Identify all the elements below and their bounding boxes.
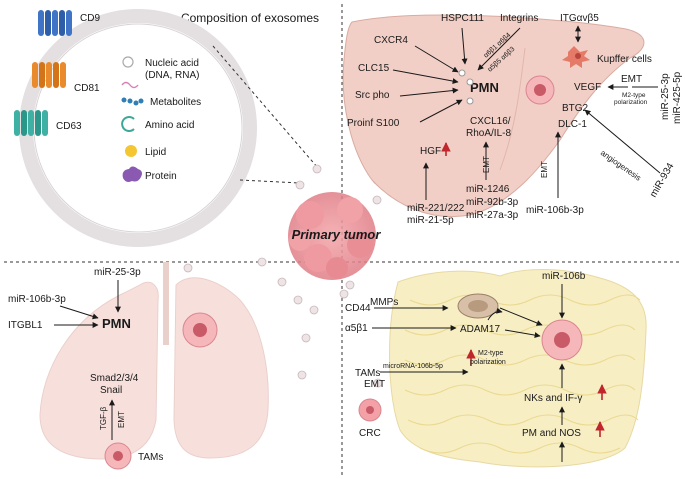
lung-mir106b-label: miR-106b-3p: [8, 294, 66, 305]
bone-polarization-label: polarization: [470, 359, 506, 366]
lung-panel: miR-25-3p miR-106b-3p ITGBL1 PMN Smad2/3…: [8, 262, 269, 470]
kupffer-cells-label: Kupffer cells: [597, 54, 652, 65]
composition-title: Composition of exosomes: [181, 11, 319, 25]
vegf-label: VEGF: [574, 82, 601, 93]
btg2-label: BTG2: [562, 103, 589, 114]
metabolite-icon: [121, 97, 144, 106]
mmps-label: MMPs: [370, 297, 398, 308]
mir21-label: miR-21-5p: [407, 215, 454, 226]
adam17-cell-icon: [457, 293, 499, 319]
clc15-label: CLC15: [358, 63, 390, 74]
src-pho-label: Src pho: [355, 90, 390, 101]
bone-panel: miR-106b CD44 MMPs α5β1 ADAM17 TAMs micr…: [345, 269, 647, 468]
microrna-label: microRNA-106b-5p: [383, 363, 443, 370]
emt-right-label: EMT: [621, 74, 642, 85]
liver-tumor-cell: [525, 75, 555, 105]
cd44-label: CD44: [345, 303, 371, 314]
hgf-label: HGF: [420, 146, 441, 157]
integrins-label: Integrins: [500, 13, 538, 24]
mir25-liver-label: miR-25-3p: [660, 73, 671, 120]
lipid-icon: [125, 145, 137, 157]
hspc111-label: HSPC111: [441, 13, 484, 24]
cxcl16-line1: CXCL16/: [470, 116, 511, 127]
mir1246-label: miR-1246: [466, 184, 510, 195]
left-lung: [39, 281, 159, 460]
m2-liver-label: M2-type: [622, 92, 646, 99]
smad-label: Smad2/3/4: [90, 373, 139, 384]
bone-m2-label: M2-type: [478, 350, 503, 357]
tams-cell-icon: [104, 442, 132, 470]
emt-mid-label: EMT: [482, 156, 491, 173]
adam17-label: ADAM17: [460, 324, 500, 335]
liver-panel: HSPC111 Integrins α6β1 α6β4 α5β5 α6β3 CX…: [342, 13, 683, 226]
cd63-label: CD63: [56, 121, 82, 132]
lung-mir25-label: miR-25-3p: [94, 267, 141, 278]
lung-emt-label: EMT: [117, 411, 126, 428]
proinf-s100-label: Proinf S100: [347, 118, 400, 129]
lung-tams-label: TAMs: [138, 452, 163, 463]
itgbl1-label: ITGBL1: [8, 320, 43, 331]
mir425-label: miR-425-5p: [672, 71, 683, 124]
bone-emt-label: EMT: [364, 379, 385, 390]
exosome-composition-panel: Composition of exosomes CD9 CD81: [14, 9, 319, 247]
cd9-label: CD9: [80, 13, 100, 24]
mir92b-label: miR-92b-3p: [466, 197, 519, 208]
cd63-protein-icon: [14, 110, 48, 136]
liver-pmn-label: PMN: [470, 80, 499, 95]
legend-amino-label: Amino acid: [145, 120, 194, 131]
right-lung: [173, 277, 269, 459]
itgavb5-label: ITGαvβ5: [560, 13, 599, 24]
bone-mir106b-label: miR-106b: [542, 271, 586, 282]
bone-tumor-cell: [541, 319, 583, 361]
mir221-label: miR-221/222: [407, 203, 465, 214]
nks-label: NKs and IF-γ: [524, 393, 582, 404]
mir106b3p-liver-label: miR-106b-3p: [526, 205, 584, 216]
lung-pmn-label: PMN: [102, 316, 131, 331]
cd81-label: CD81: [74, 83, 100, 94]
liver-shape: [342, 14, 645, 218]
amino-acid-icon: [121, 116, 135, 132]
legend-protein-label: Protein: [145, 171, 177, 182]
lung-tumor-cell: [182, 312, 218, 348]
legend-lipid-label: Lipid: [145, 147, 166, 158]
legend-nucleic-label: Nucleic acid: [145, 58, 199, 69]
cd9-protein-icon: [38, 10, 72, 36]
nucleic-acid-icon: [122, 56, 134, 68]
polarization-liver-label: polarization: [614, 99, 648, 106]
primary-tumor-label: Primary tumor: [292, 227, 382, 242]
cd81-protein-icon: [32, 62, 66, 88]
crc-cell-icon: [358, 398, 382, 422]
cxcl16-line2: RhoA/IL-8: [466, 128, 511, 139]
dlc1-label: DLC-1: [558, 119, 587, 130]
a5b1-label: α5β1: [345, 323, 368, 334]
tgf-beta-label: TGF-β: [99, 406, 108, 430]
cxcr4-label: CXCR4: [374, 35, 408, 46]
bone-tams-label: TAMs: [355, 368, 380, 379]
legend-nucleic-sub: (DNA, RNA): [145, 70, 199, 81]
zoom-line-top: [212, 45, 319, 169]
mir27a-label: miR-27a-3p: [466, 210, 519, 221]
zoom-line-bottom: [239, 179, 301, 184]
kupffer-cell-icon: [562, 46, 590, 68]
primary-tumor: Primary tumor: [288, 192, 381, 280]
protein-icon: [122, 166, 142, 182]
crc-label: CRC: [359, 428, 381, 439]
emt-lower-label: EMT: [540, 161, 549, 178]
pm-label: PM and NOS: [522, 428, 581, 439]
snail-label: Snail: [100, 385, 122, 396]
legend-metabolites-label: Metabolites: [150, 97, 201, 108]
